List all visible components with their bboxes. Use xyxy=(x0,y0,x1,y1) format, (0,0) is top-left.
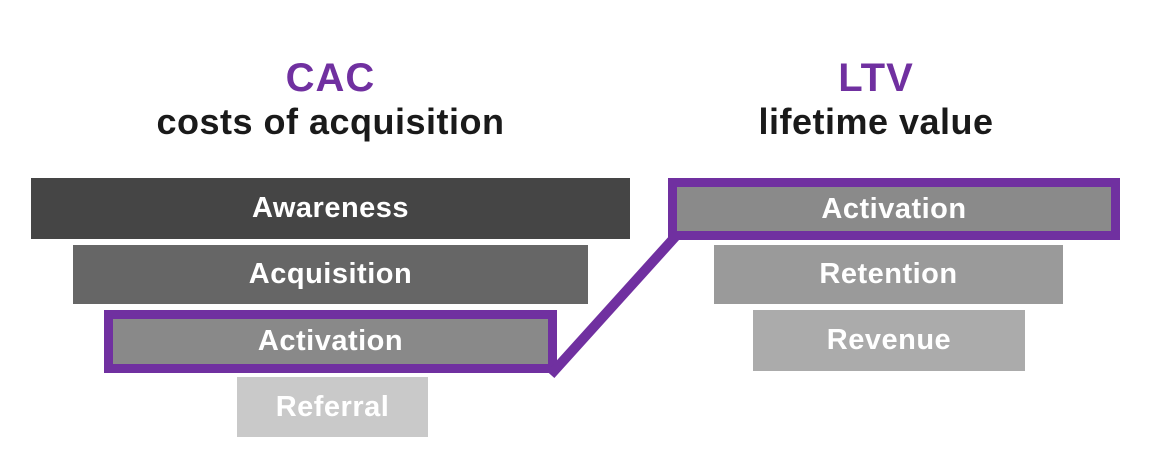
bar-referral-label: Referral xyxy=(275,390,390,423)
ltv-heading: LTV xyxy=(838,56,914,100)
bar-awareness-label: Awareness xyxy=(251,192,410,224)
bar-retention-label: Retention xyxy=(819,258,958,290)
bar-revenue-label: Revenue xyxy=(826,324,952,356)
cac-subheading: costs of acquisition xyxy=(156,101,505,142)
bar-activation-cac-highlighted: Activation xyxy=(104,310,557,373)
bar-acquisition: Acquisition xyxy=(73,245,588,304)
bar-activation-ltv-label: Activation xyxy=(821,192,967,225)
bar-activation-ltv-highlighted: Activation xyxy=(668,178,1120,240)
cac-heading: CAC xyxy=(285,56,376,100)
bar-retention: Retention xyxy=(714,245,1063,304)
bar-activation-cac-label: Activation xyxy=(257,325,404,357)
bar-referral: Referral xyxy=(237,377,428,437)
bar-awareness: Awareness xyxy=(31,178,630,239)
ltv-subheading: lifetime value xyxy=(758,101,994,142)
bar-revenue: Revenue xyxy=(753,310,1025,371)
bar-acquisition-label: Acquisition xyxy=(248,258,413,290)
